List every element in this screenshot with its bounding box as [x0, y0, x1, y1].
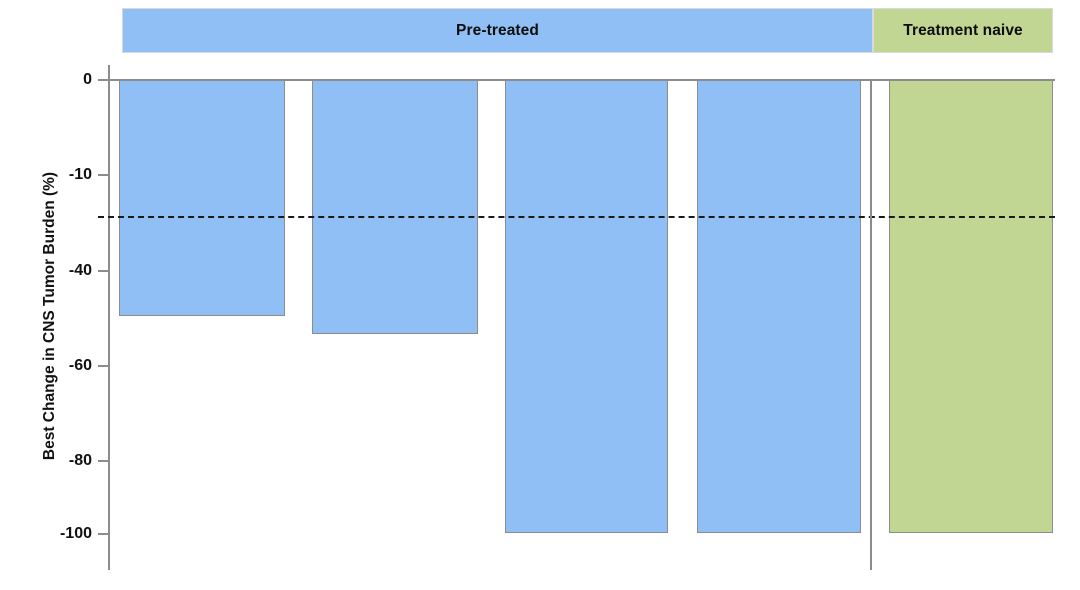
y-tick-label: -40	[68, 262, 92, 279]
y-tick-mark	[98, 270, 110, 272]
y-tick-mark	[98, 533, 110, 535]
bar-patient-3[interactable]	[505, 80, 668, 533]
y-tick-label: -100	[59, 525, 92, 542]
bar-patient-5[interactable]	[889, 80, 1053, 533]
response-threshold-line	[98, 215, 1055, 218]
y-tick-label: -60	[68, 357, 92, 374]
bar-patient-1[interactable]	[119, 80, 285, 316]
y-tick-label: -10	[68, 166, 92, 183]
y-tick-mark	[98, 460, 110, 462]
bar-patient-2[interactable]	[312, 80, 478, 334]
y-axis-line	[108, 65, 110, 570]
cohort-divider-line	[870, 79, 872, 570]
y-tick-mark	[98, 174, 110, 176]
y-tick-mark	[98, 365, 110, 367]
group-banner-pre-treated-label: Pre-treated	[456, 21, 539, 39]
y-tick-label: -80	[68, 452, 92, 469]
y-axis-title: Best Change in CNS Tumor Burden (%)	[41, 171, 58, 461]
y-tick-label: 0	[83, 71, 92, 88]
bar-patient-4[interactable]	[697, 80, 861, 533]
group-banner-treatment-naive-label: Treatment naive	[903, 21, 1023, 39]
group-banner-pre-treated: Pre-treated	[122, 8, 873, 53]
y-tick-mark	[98, 79, 110, 81]
group-banner-treatment-naive: Treatment naive	[873, 8, 1053, 53]
